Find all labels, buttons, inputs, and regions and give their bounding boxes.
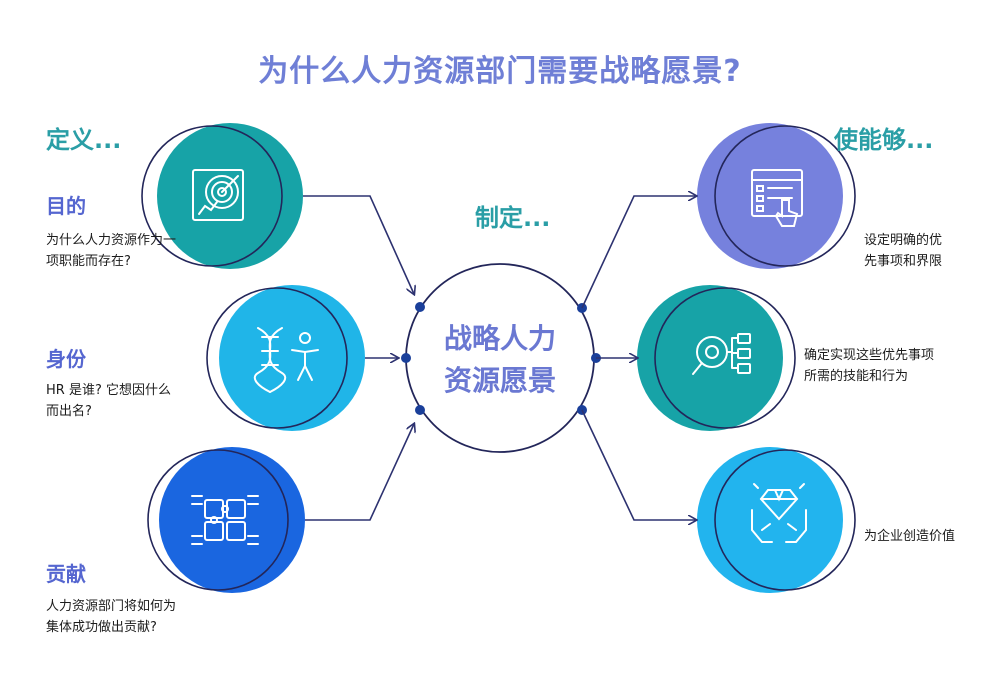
label-contribution: 贡献 bbox=[46, 562, 86, 586]
node-purpose bbox=[141, 123, 303, 269]
desc-skills: 确定实现这些优先事项 所需的技能和行为 bbox=[804, 345, 934, 387]
connector-priorities bbox=[581, 196, 696, 309]
desc-purpose: 为什么人力资源作为一 项职能而存在? bbox=[46, 230, 176, 272]
target-blueprint-icon bbox=[192, 169, 244, 221]
node-contribution bbox=[147, 447, 305, 593]
desc-line: 所需的技能和行为 bbox=[804, 369, 909, 384]
desc-line: 确定实现这些优先事项 bbox=[804, 348, 935, 363]
center-line: 资源愿景 bbox=[443, 364, 556, 397]
node-skills bbox=[637, 285, 796, 431]
label-purpose: 目的 bbox=[46, 194, 86, 218]
puzzle-hands-icon bbox=[191, 495, 259, 545]
diamond-hands-icon bbox=[751, 483, 807, 543]
desc-line: 设定明确的优 bbox=[864, 233, 943, 248]
connector-value bbox=[581, 409, 696, 520]
node-value bbox=[697, 447, 856, 593]
desc-line: 而出名? bbox=[46, 404, 92, 419]
connector-contribution bbox=[305, 424, 414, 521]
desc-line: 为企业创造价值 bbox=[864, 529, 956, 544]
desc-line: 集体成功做出贡献? bbox=[46, 620, 157, 635]
node-identity bbox=[206, 285, 365, 431]
heading-define: 定义... bbox=[46, 126, 122, 154]
node-priorities bbox=[697, 123, 856, 269]
heading-enable: 使能够... bbox=[834, 126, 934, 154]
desc-line: HR 是谁? 它想因什么 bbox=[46, 383, 171, 398]
label-identity: 身份 bbox=[46, 347, 86, 371]
connector-purpose bbox=[303, 195, 414, 294]
checklist-touch-icon bbox=[751, 169, 803, 227]
connectors bbox=[303, 196, 696, 520]
center-title: 战略人力 资源愿景 bbox=[420, 318, 580, 402]
desc-line: 先事项和界限 bbox=[864, 254, 943, 269]
desc-priorities: 设定明确的优 先事项和界限 bbox=[864, 230, 942, 272]
desc-line: 人力资源部门将如何为 bbox=[46, 599, 177, 614]
heading-formulate: 制定... bbox=[475, 204, 551, 232]
page-title: 为什么人力资源部门需要战略愿景? bbox=[258, 54, 742, 89]
center-node bbox=[401, 263, 601, 453]
center-line: 战略人力 bbox=[443, 322, 556, 355]
desc-line: 项职能而存在? bbox=[46, 254, 131, 269]
dna-person-icon bbox=[253, 327, 319, 393]
desc-identity: HR 是谁? 它想因什么 而出名? bbox=[46, 380, 171, 422]
desc-line: 为什么人力资源作为一 bbox=[46, 233, 177, 248]
desc-contribution: 人力资源部门将如何为 集体成功做出贡献? bbox=[46, 596, 176, 638]
desc-value: 为企业创造价值 bbox=[864, 526, 955, 547]
gear-magnifier-icon bbox=[692, 333, 751, 375]
